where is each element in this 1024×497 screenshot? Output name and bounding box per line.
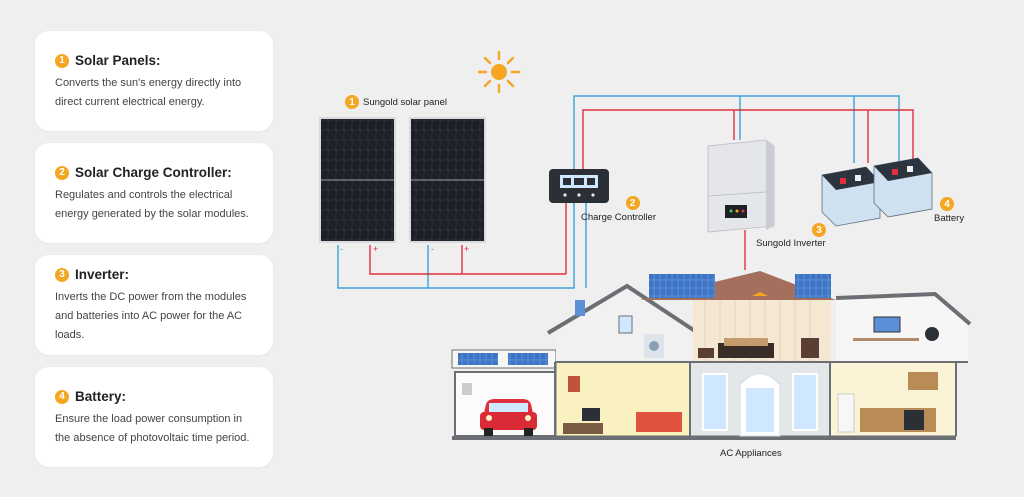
card-title: 4 Battery: xyxy=(55,389,253,404)
card-description: Converts the sun's energy directly into … xyxy=(55,77,242,108)
house-illustration xyxy=(451,271,972,440)
controller-label-text: Charge Controller xyxy=(581,212,656,223)
controller-label: 2 Charge Controller xyxy=(581,196,656,223)
card-title-text: Inverter: xyxy=(75,267,130,282)
step-badge: 1 xyxy=(55,53,69,68)
step-badge: 1 xyxy=(345,95,359,109)
card-description: Ensure the load power consumption in the… xyxy=(55,413,250,444)
battery-label-text: Battery xyxy=(934,213,965,224)
inverter-label: 3 Sungold Inverter xyxy=(756,223,826,249)
minus-sign-panel-2: - xyxy=(431,244,434,254)
step-badge: 4 xyxy=(55,389,69,404)
sun-icon xyxy=(477,50,521,94)
step-badge: 3 xyxy=(55,267,69,282)
info-card-battery: 4 Battery: Ensure the load power consumpt… xyxy=(35,367,273,467)
ac-appliances-label: AC Appliances xyxy=(720,448,782,459)
car-icon xyxy=(480,399,537,436)
step-badge: 2 xyxy=(55,165,69,180)
card-title: 1 Solar Panels: xyxy=(55,53,253,68)
card-title-text: Solar Panels: xyxy=(75,53,161,68)
charge-controller xyxy=(549,169,609,203)
card-title: 3 Inverter: xyxy=(55,267,253,282)
card-description: Regulates and controls the electrical en… xyxy=(55,189,249,220)
inverter xyxy=(707,139,775,233)
inverter-label-text: Sungold Inverter xyxy=(756,238,826,249)
card-title-text: Solar Charge Controller: xyxy=(75,165,232,180)
info-card-solar-panels: 1 Solar Panels: Converts the sun's energy… xyxy=(35,31,273,131)
plus-sign-panel-2: + xyxy=(464,244,470,254)
card-title: 2 Solar Charge Controller: xyxy=(55,165,253,180)
step-badge: 4 xyxy=(940,197,954,211)
plus-sign-panel-1: + xyxy=(373,244,379,254)
info-card-charge-controller: 2 Solar Charge Controller: Regulates and … xyxy=(35,143,273,243)
battery-left xyxy=(821,166,881,227)
battery-right xyxy=(873,157,933,218)
solar-panel-1 xyxy=(319,117,396,243)
minus-sign-panel-1: - xyxy=(340,244,343,254)
battery-label: 4 Battery xyxy=(934,197,964,224)
solar-panel-2 xyxy=(409,117,486,243)
solar-panel-label-text: Sungold solar panel xyxy=(363,96,447,108)
info-card-inverter: 3 Inverter: Inverts the DC power from the… xyxy=(35,255,273,355)
card-title-text: Battery: xyxy=(75,389,127,404)
solar-panel-label: 1 Sungold solar panel xyxy=(345,95,447,109)
card-description: Inverts the DC power from the modules an… xyxy=(55,291,247,341)
step-badge: 2 xyxy=(625,196,640,210)
step-badge: 3 xyxy=(812,223,826,237)
